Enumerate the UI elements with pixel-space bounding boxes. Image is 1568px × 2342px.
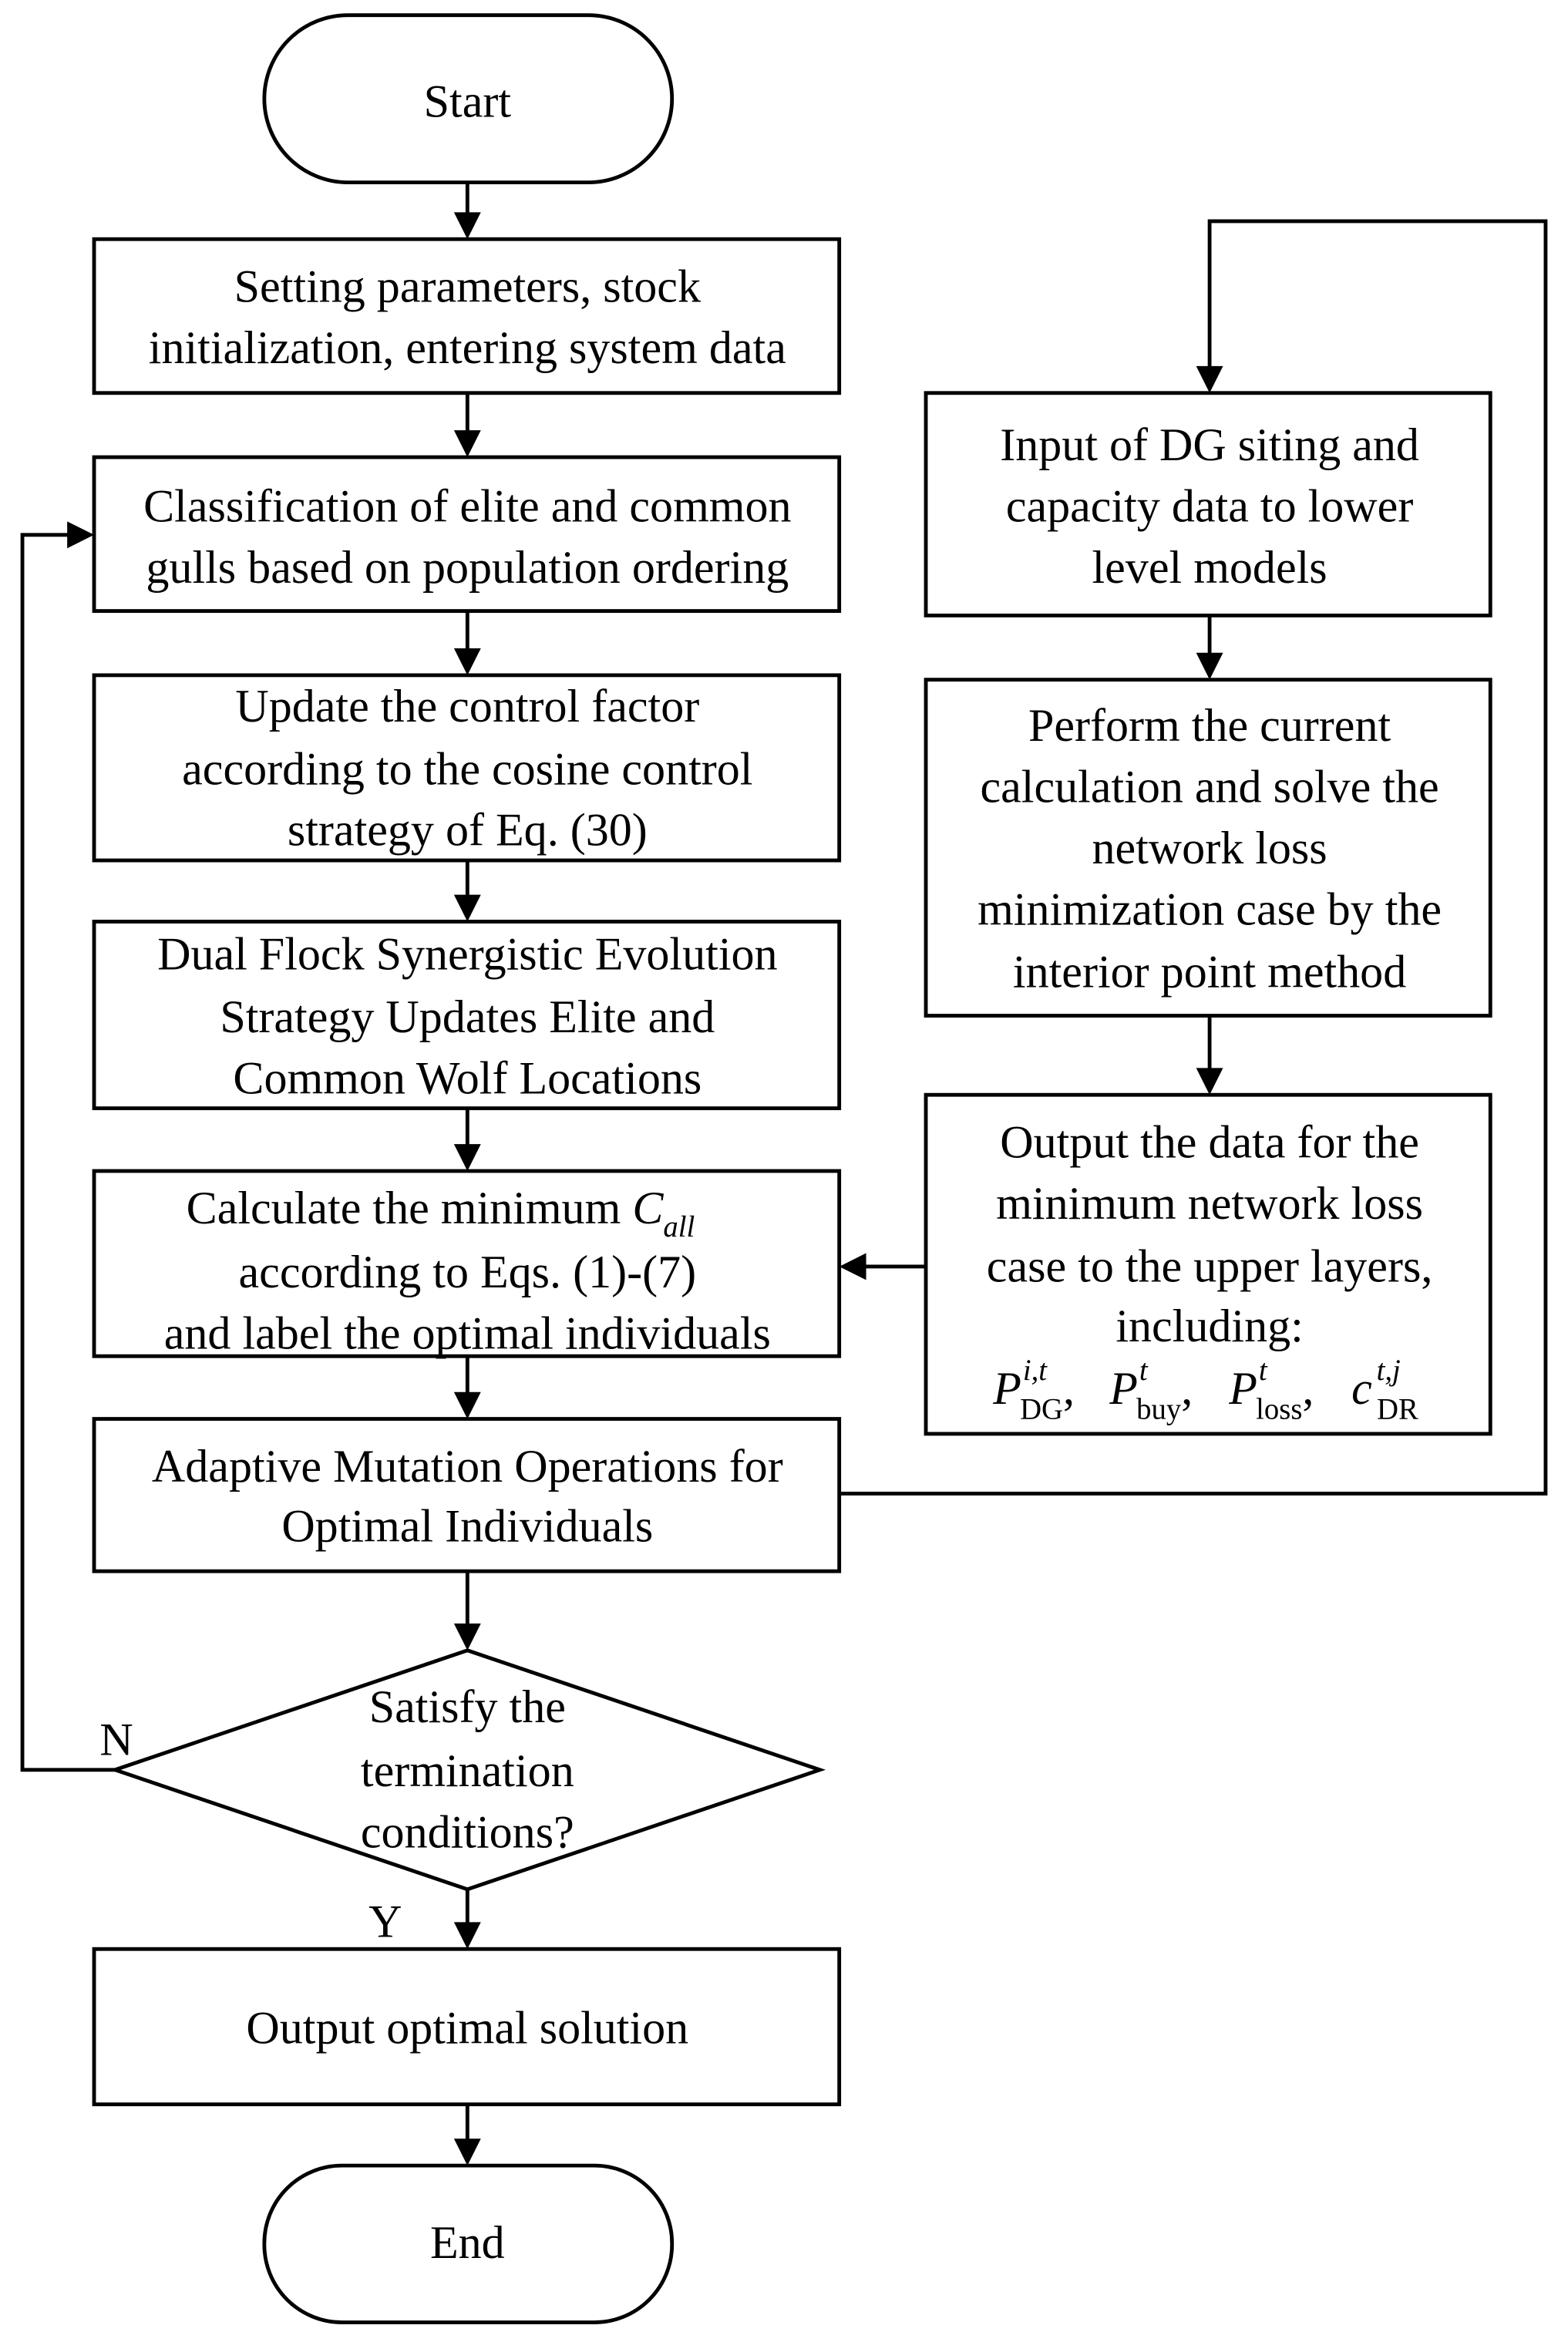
start-label: Start [424, 75, 512, 126]
right-3-line-4: including: [1115, 1300, 1304, 1351]
step-calculate-minimum [92, 1169, 842, 1358]
right-2-line-5: interior point method [1013, 946, 1406, 998]
step-1-line-2: initialization, entering system data [149, 321, 786, 373]
main-flow-arrows [453, 182, 481, 2166]
step-6-line-1: Adaptive Mutation Operations for [152, 1440, 783, 1492]
step-output-min-loss-data [924, 1092, 1492, 1436]
end-terminal [262, 2163, 675, 2324]
step-input-dg-data [924, 391, 1492, 617]
right-2-line-2: calculation and solve the [980, 761, 1438, 813]
right-3-line-2: minimum network loss [996, 1177, 1423, 1229]
step-output-optimal-solution [92, 1947, 842, 2107]
decision-line-2: termination [361, 1745, 574, 1796]
step-1-line-1: Setting parameters, stock [234, 261, 702, 312]
step-6-line-2: Optimal Individuals [281, 1499, 653, 1551]
step-4-line-2: Strategy Updates Elite and [220, 991, 715, 1042]
step-current-calculation [924, 678, 1492, 1018]
step-5-line-1: Calculate the minimum Call [187, 1182, 695, 1243]
step-3-line-3: strategy of Eq. (30) [288, 804, 648, 856]
step-4-line-1: Dual Flock Synergistic Evolution [157, 927, 777, 979]
lower-level-connector [839, 219, 1548, 1496]
right-2-line-1: Perform the current [1028, 699, 1391, 751]
c-all-base: C [632, 1182, 664, 1233]
step-4-line-3: Common Wolf Locations [233, 1052, 702, 1103]
step-adaptive-mutation [92, 1417, 842, 1573]
step-update-control-factor [92, 673, 842, 863]
right-1-line-1: Input of DG siting and [1000, 419, 1419, 470]
right-3-line-1: Output the data for the [1000, 1116, 1419, 1168]
right-1-line-2: capacity data to lower [1006, 480, 1414, 531]
step-3-line-1: Update the control factor [235, 680, 699, 732]
end-label: End [430, 2216, 505, 2268]
yes-label: Y [368, 1896, 402, 1947]
right-2-line-4: minimization case by the [977, 883, 1442, 934]
right-3-line-3: case to the upper layers, [987, 1240, 1433, 1291]
step-3-line-2: according to the cosine control [182, 742, 752, 794]
right-2-line-3: network loss [1092, 822, 1327, 873]
step-dual-flock-evolution [92, 920, 842, 1111]
step-2-line-2: gulls based on population ordering [146, 541, 789, 593]
c-all-sub: all [663, 1210, 695, 1243]
termination-decision [109, 1648, 826, 1892]
step-classification [92, 455, 842, 613]
no-loop-connector [20, 521, 116, 1772]
right-1-line-3: level models [1092, 541, 1327, 593]
no-label: N [99, 1713, 133, 1765]
decision-line-3: conditions? [361, 1806, 574, 1858]
step-2-line-1: Classification of elite and common [143, 480, 791, 531]
step-5-line-2: according to Eqs. (1)-(7) [239, 1246, 697, 1297]
decision-line-1: Satisfy the [369, 1681, 566, 1732]
step-5-line-1-text: Calculate the minimum [187, 1182, 621, 1233]
output-label: Output optimal solution [246, 2001, 688, 2053]
step-5-line-3: and label the optimal individuals [164, 1307, 771, 1359]
step-setting-parameters [92, 237, 842, 395]
